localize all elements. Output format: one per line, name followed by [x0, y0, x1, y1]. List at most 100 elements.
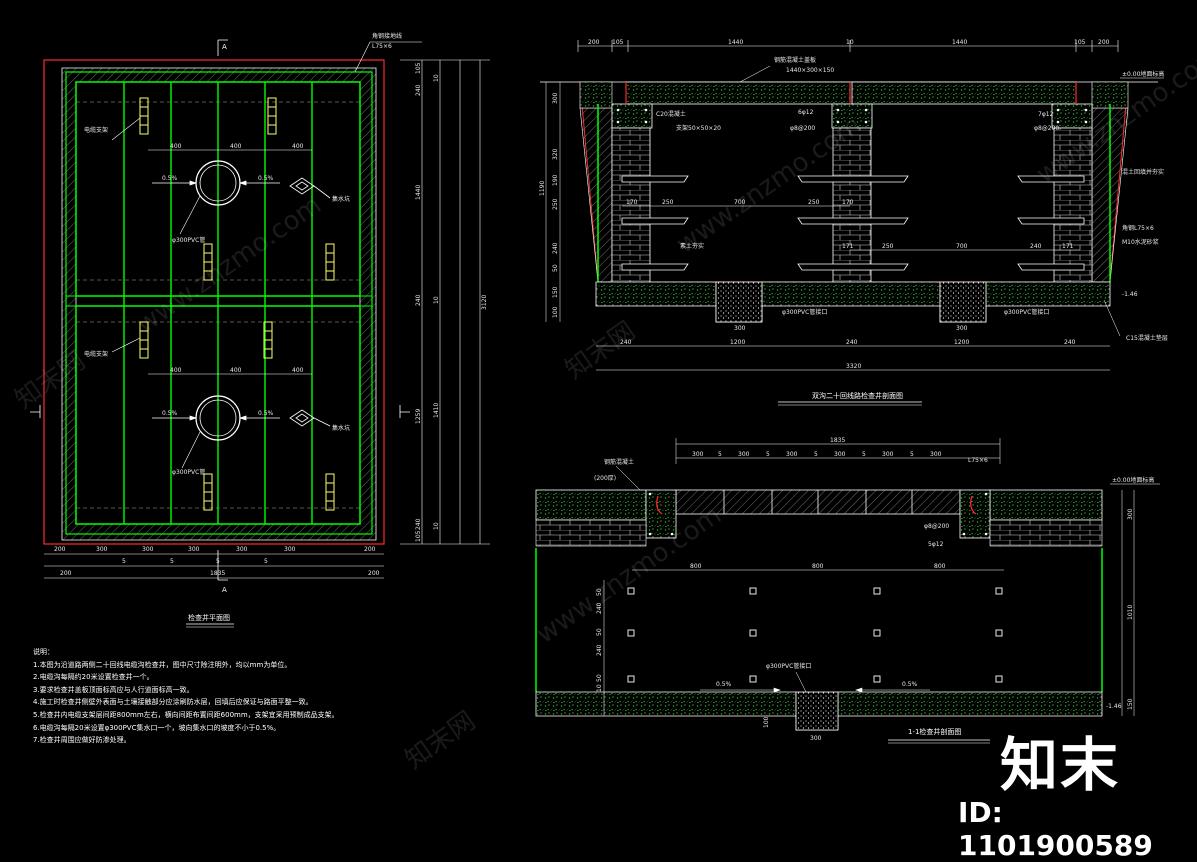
tray-bracket — [1017, 175, 1085, 183]
ground-concrete — [535, 489, 647, 521]
dim-text: 240 — [596, 644, 603, 656]
dim-text: 5 — [814, 451, 818, 458]
dim-text: 240 — [846, 339, 858, 346]
sump-label: φ300PVC管接口 — [1004, 308, 1049, 316]
dim-text: 1440 — [952, 39, 967, 46]
dim-text: 105 — [1074, 39, 1086, 46]
dim-text: 190 — [552, 174, 559, 186]
dim-text: 250 — [552, 198, 559, 210]
dim-text: 100 — [552, 306, 559, 318]
section-a-view: 200 105 1440 10 1440 105 200 ±0.00地面标高 — [539, 39, 1168, 406]
dim-text: 240 — [552, 242, 559, 254]
tray-bracket — [621, 175, 689, 183]
angle-label: L75×6 — [968, 457, 988, 464]
note-item: 1.本图为沿道路两侧二十回线电缆沟检查井，图中尺寸除注明外，均以mm为单位。 — [33, 660, 292, 669]
dim-text: 300 — [188, 546, 200, 553]
dim-text: 171 — [842, 243, 854, 250]
dim-text: 300 — [96, 546, 108, 553]
dim-text: 240 — [415, 84, 422, 96]
section-cut-mark — [30, 405, 41, 418]
brick-course — [535, 519, 647, 547]
tray-bracket — [1017, 217, 1085, 225]
section-label: C20混凝土 — [656, 110, 686, 118]
dim-text: 5 — [862, 451, 866, 458]
dim-text: 300 — [236, 546, 248, 553]
slope-label: 0.5% — [716, 681, 732, 688]
sump-label: φ300PVC管接口 — [782, 308, 827, 316]
cover-size: 1440×300×150 — [786, 67, 834, 74]
brand-logo: 知末 — [1000, 731, 1121, 799]
cover-slab — [625, 81, 851, 105]
dim-text: 1259 — [415, 409, 422, 424]
angle-label: L75×6 — [372, 43, 392, 50]
dim-text: 400 — [170, 367, 182, 374]
tray-bracket — [797, 263, 909, 271]
pipe-label: φ300PVC管 — [172, 236, 205, 244]
dim-text: 171 — [1062, 243, 1074, 250]
dim-text: 200 — [368, 570, 380, 577]
cable-bracket-icon — [325, 473, 335, 511]
slope-label: 0.5% — [258, 410, 274, 417]
section-label: 5φ12 — [928, 541, 944, 548]
slope-arrow-icon — [189, 180, 198, 186]
dim-text: 150 — [552, 286, 559, 298]
pipe-label: φ300PVC管 — [172, 468, 205, 476]
dim-text: 300 — [284, 546, 296, 553]
drain-label: 集水坑 — [332, 195, 350, 203]
bracket-label: 电缆支架 — [84, 350, 108, 358]
dim-text: 200 — [364, 546, 376, 553]
cover-slab — [851, 81, 1077, 105]
section-label: 7φ12 — [1038, 111, 1054, 118]
dim-text: 240 — [596, 602, 603, 614]
plan-center-beam — [65, 295, 373, 307]
dim-text: 10 — [433, 74, 440, 82]
slope-label: 0.5% — [162, 175, 178, 182]
dim-text: 3120 — [481, 295, 488, 310]
notes-heading: 说明： — [33, 648, 54, 656]
ground-label: ±0.00地面标高 — [1112, 476, 1154, 484]
dim-text: 50 — [552, 264, 559, 272]
dim-text: 320 — [552, 148, 559, 160]
dim-text: 300 — [738, 451, 750, 458]
dim-text: 1410 — [433, 403, 440, 418]
dim-text: 1010 — [1127, 605, 1134, 620]
dim-text: 250 — [662, 199, 674, 206]
tray-bracket — [797, 217, 909, 225]
section-cut-mark — [217, 39, 228, 56]
dim-text: 700 — [956, 243, 968, 250]
cable-bracket-icon — [203, 243, 213, 281]
section-label: 支架50×50×20 — [676, 124, 721, 132]
slope-label: 0.5% — [162, 410, 178, 417]
section-label: 角钢L75×6 — [1122, 224, 1154, 232]
backfill-left — [579, 107, 613, 283]
dim-text: 800 — [690, 563, 702, 570]
dim-text: 800 — [812, 563, 824, 570]
section-a-title: 双沟二十回线路检查井剖面图 — [812, 391, 903, 400]
section-1-view: 1835 300 5 300 5 300 5 300 5 300 5 300 L… — [535, 437, 1160, 744]
tray-bracket — [621, 263, 689, 271]
section-label: φ8@200 — [924, 523, 949, 530]
red-accent — [970, 495, 977, 515]
dim-text: 1200 — [730, 339, 745, 346]
ground-label: ±0.00地面标高 — [1122, 70, 1164, 78]
slope-label: 0.5% — [258, 175, 274, 182]
plan-view: A A 角钢接地线 L75×6 电缆支架 电缆支架 集水坑 集水坑 φ300PV… — [30, 32, 490, 628]
plan-title: 检查井平面图 — [188, 613, 230, 622]
dim-text: 400 — [230, 143, 242, 150]
note-item: 7.检查井周围应做好防渗处理。 — [33, 736, 131, 745]
concrete-strip — [1091, 81, 1129, 109]
dim-text: 700 — [734, 199, 746, 206]
beam — [611, 103, 653, 129]
tray-bracket — [797, 175, 909, 183]
cable-bracket-icon — [139, 97, 149, 135]
section-label: M10水泥砂浆 — [1122, 238, 1159, 246]
concrete-strip — [579, 81, 613, 109]
dim-text: 50 — [596, 588, 603, 596]
dim-text: 1835 — [830, 437, 845, 444]
bolt-grid — [627, 587, 1003, 683]
elev-label: -1.46 — [1106, 703, 1122, 710]
dim-text: 240 — [415, 518, 422, 530]
brick-course — [989, 519, 1103, 547]
note-item: 3.要求检查井盖板顶面标高应与人行道面标高一致。 — [33, 685, 194, 694]
